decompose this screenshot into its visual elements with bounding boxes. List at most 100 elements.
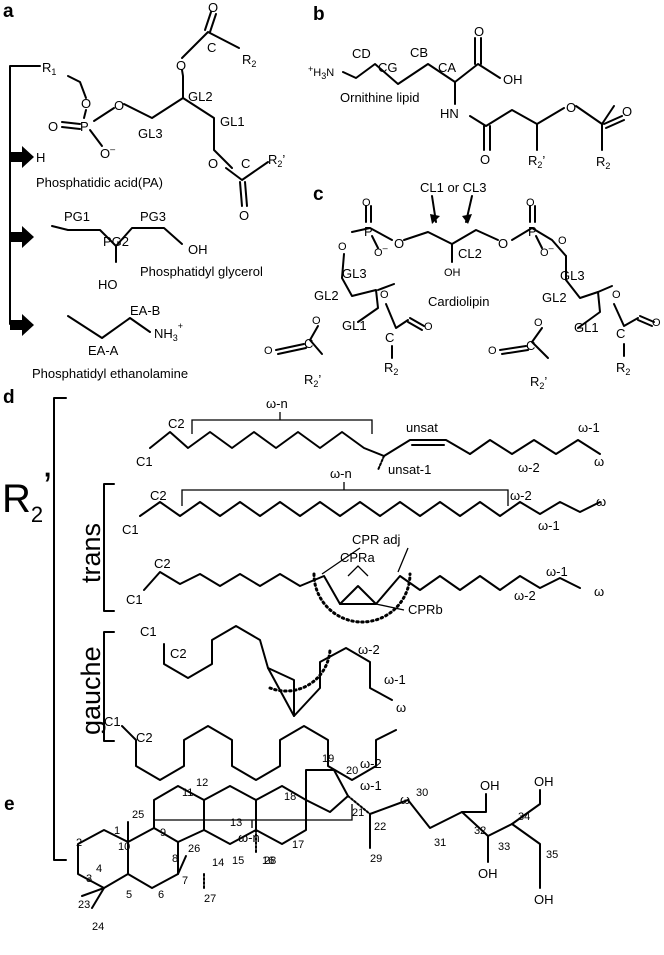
atom-label-22: 22 (374, 821, 386, 833)
chain3-w: ω (594, 584, 604, 599)
left-ester-bottom (309, 325, 323, 355)
ca-label: CA (438, 60, 456, 75)
panel-a-phospholipid: R1 O O P O– O GL3 GL2 GL1 O O C R2 O C R… (9, 0, 285, 381)
r2-label: R2 (242, 52, 256, 69)
h3n-label: +H3N (308, 64, 334, 81)
ester-r2 (181, 31, 240, 59)
atom-label-9: 9 (160, 827, 166, 839)
pa-label: Phosphatidic acid(PA) (36, 175, 163, 190)
right-gl2-label: GL2 (542, 290, 567, 305)
right-gl1-label: GL1 (574, 320, 599, 335)
atom-label-19: 19 (322, 753, 334, 765)
right-p-double (529, 205, 536, 223)
right-ominus-label: O– (540, 243, 554, 259)
headgroup-bracket (9, 65, 41, 325)
chain4-w: ω (396, 700, 406, 715)
carboxyl-double-bond (474, 37, 482, 65)
o-carbonyl-top-label: O (208, 0, 218, 15)
right-ester-bottom (531, 327, 549, 359)
chain5-w1: ω-1 (360, 778, 382, 793)
atom-label-33: 33 (498, 841, 510, 853)
left-p-bonds (351, 227, 393, 241)
atom-label-1: 1 (114, 825, 120, 837)
ring-e (255, 785, 307, 845)
chain1-w1: ω-1 (578, 420, 600, 435)
atom-label-21: 21 (352, 807, 364, 819)
atom-label-16: 16 (262, 855, 274, 867)
c-top-label: C (207, 40, 216, 55)
atom-label-30: 30 (416, 787, 428, 799)
atom-label-20: 20 (346, 765, 358, 777)
right-gl1-o: O (534, 317, 543, 329)
eab-label: EA-B (130, 303, 160, 318)
cl-arrowheads (430, 214, 472, 224)
left-ester-top-c: C (385, 330, 394, 345)
chain1-w2: ω-2 (518, 460, 540, 475)
nh3-label: NH3+ (154, 321, 183, 343)
chain1-w: ω (594, 454, 604, 469)
chain3-cyclopropane (339, 585, 377, 605)
chain5-w: ω (400, 792, 410, 807)
chain1-wn-label: ω-n (266, 396, 288, 411)
atom-label-2: 2 (76, 837, 82, 849)
glycerol-backbone (123, 97, 233, 169)
right-ester-bottom-carbonyl (499, 345, 529, 355)
right-ester-bottom-c: C (526, 338, 535, 353)
panel-a-label: a (3, 1, 14, 22)
chain1-c2: C2 (168, 416, 185, 431)
left-ominus-label: O– (374, 243, 388, 259)
atom-label-27: 27 (204, 893, 216, 905)
right-ester-top-c: C (616, 326, 625, 341)
ester-carbonyl (603, 115, 625, 129)
gl3-label: GL3 (138, 126, 163, 141)
chain2-wn-bracket (181, 489, 509, 506)
chain2-c1: C1 (122, 522, 139, 537)
right-gl2-o: O (612, 289, 621, 301)
c21-c22-hash (347, 795, 371, 815)
left-p-double (365, 205, 372, 223)
o-right-central: O (498, 236, 508, 251)
pg-name: Phosphatidyl glycerol (140, 264, 263, 279)
c-bottom-label: C (241, 156, 250, 171)
chain1-unsat: unsat (406, 420, 438, 435)
pg-oh-label: OH (188, 242, 208, 257)
o-left-central: O (394, 236, 404, 251)
chain3-dotted-arc (312, 572, 412, 624)
left-r2: R2 (384, 360, 398, 377)
chain4-w1: ω-1 (384, 672, 406, 687)
chain3-w2: ω-2 (514, 588, 536, 603)
right-glycerol (565, 255, 601, 329)
chain4-c2: C2 (170, 646, 187, 661)
panel-d-acyl-chains: R2’ trans gauche ω-n C2 C1 unsat unsat-1… (2, 396, 606, 861)
pg1-label: PG1 (64, 209, 90, 224)
o-double-label: O (48, 119, 58, 134)
chain2-w2: ω-2 (510, 488, 532, 503)
chain2-wn-label: ω-n (330, 466, 352, 481)
chain5-wn-label: ω-n (238, 830, 260, 845)
arrow-pe (10, 314, 34, 336)
cardiolipin-name: Cardiolipin (428, 294, 489, 309)
o-p-bond (83, 109, 87, 119)
atom-label-13: 13 (230, 817, 242, 829)
ornithine-chain (342, 63, 501, 85)
chain4-c1: C1 (140, 624, 157, 639)
oh-32: OH (480, 778, 500, 793)
chain3-cpra-caret (347, 565, 369, 577)
atom-label-10: 10 (118, 841, 130, 853)
ominus-label: O– (100, 144, 115, 161)
gl2-o-bond (181, 69, 184, 99)
c34-oh-bond (511, 789, 541, 825)
chain4-w2: ω-2 (358, 642, 380, 657)
p-ominus-bond (89, 129, 103, 147)
chain3-cprb-line (375, 603, 405, 611)
left-p-o-label: O (362, 197, 371, 209)
h-label: H (36, 150, 45, 165)
chain3-zigzag (143, 571, 581, 605)
atom-label-29: 29 (370, 853, 382, 865)
atom-label-15: 15 (232, 855, 244, 867)
atom-label-35: 35 (546, 849, 558, 861)
chain4-zigzag (163, 625, 393, 717)
hn-label: HN (440, 106, 459, 121)
oh-34: OH (534, 774, 554, 789)
